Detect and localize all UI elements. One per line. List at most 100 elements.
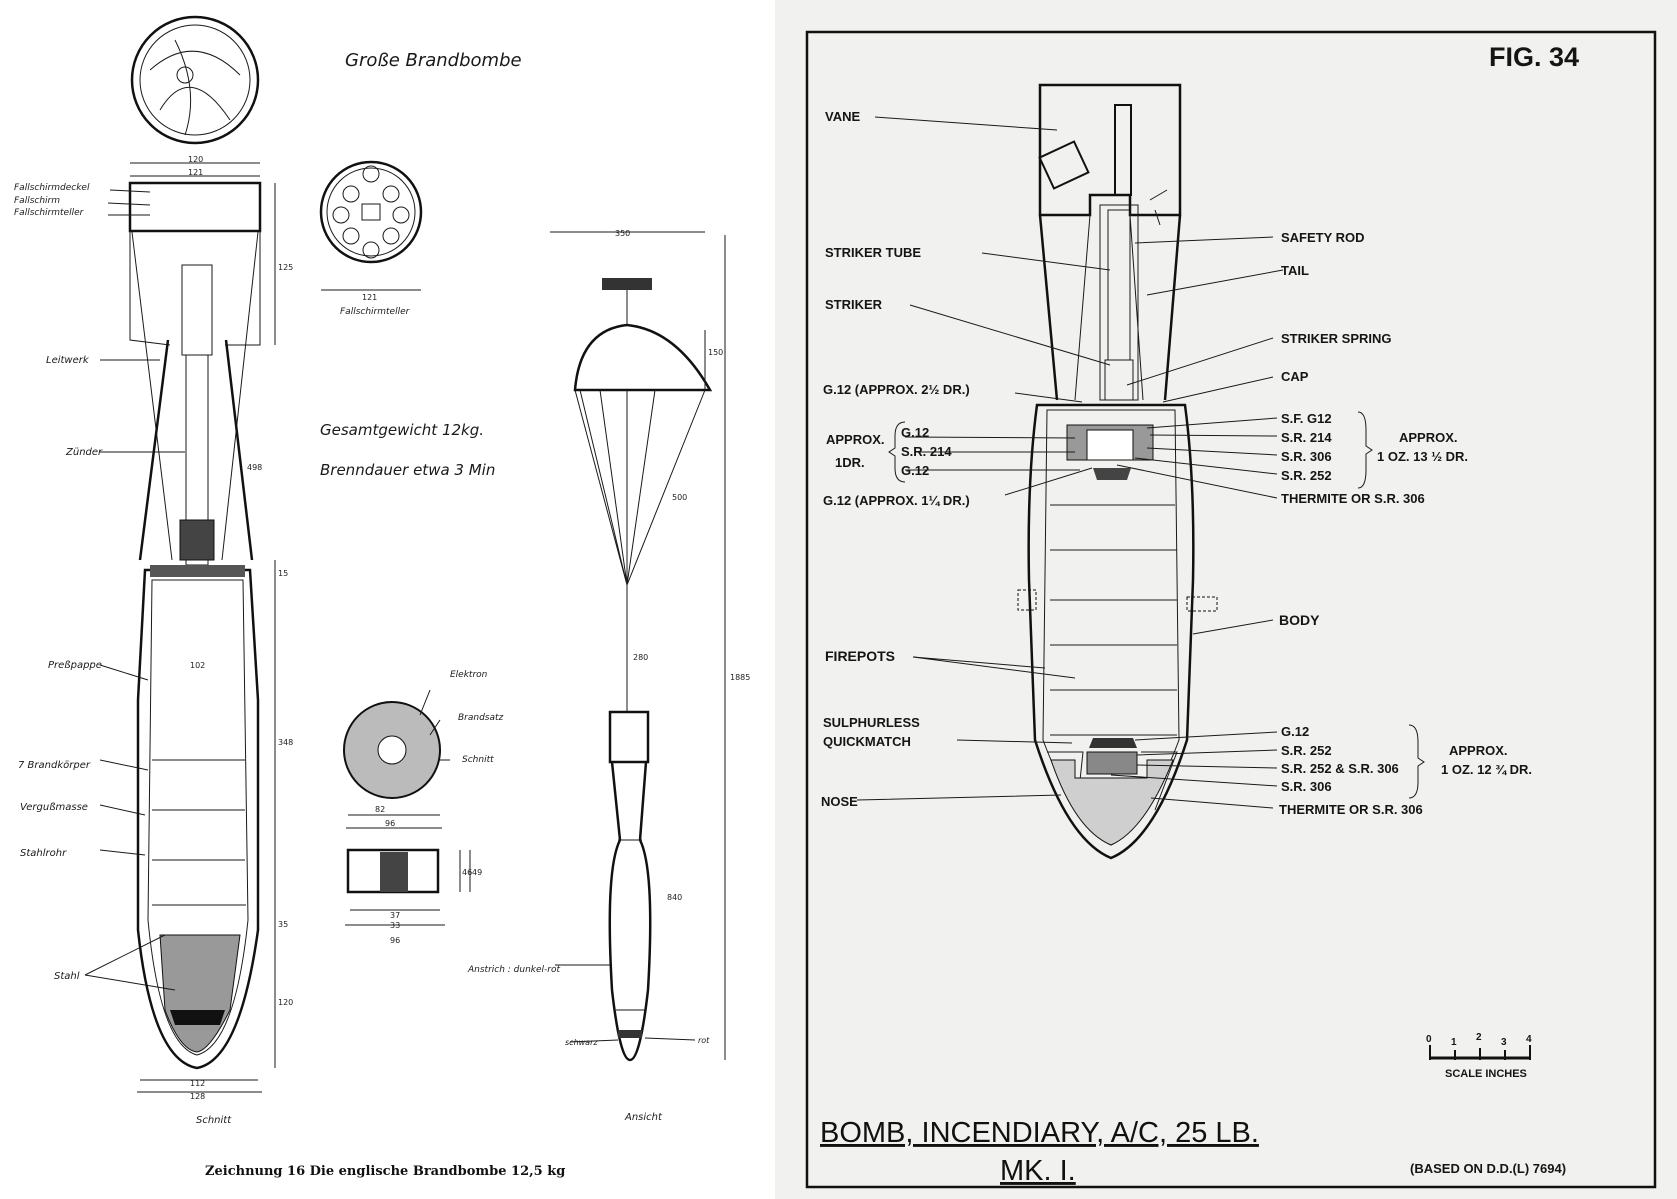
- dim-82: 82: [375, 805, 385, 814]
- firepot-views: [343, 689, 471, 926]
- label-sulphurless: SULPHURLESS: [823, 715, 920, 730]
- drawing-frame: [805, 30, 1657, 1189]
- label-schnitt-small: Schnitt: [462, 755, 494, 765]
- dim-15: 15: [278, 569, 288, 578]
- label-anstrich: Anstrich : dunkel-rot: [467, 965, 561, 975]
- label-g12-nose: G.12: [1281, 724, 1309, 739]
- label-rot: rot: [698, 1036, 710, 1045]
- dim-500: 500: [672, 493, 687, 502]
- label-cap: CAP: [1281, 369, 1309, 384]
- label-nose: NOSE: [821, 794, 858, 809]
- drawing-title: Große Brandbombe: [345, 50, 522, 71]
- label-g12-lower: G.12: [901, 463, 929, 478]
- label-schwarz: schwarz: [565, 1038, 598, 1047]
- label-stahlrohr: Stahlrohr: [20, 848, 67, 859]
- dim-348: 348: [278, 738, 293, 747]
- label-elektron: Elektron: [450, 670, 488, 680]
- label-striker: STRIKER: [825, 297, 883, 312]
- scale-bar: [1429, 1045, 1531, 1060]
- total-weight: Gesamtgewicht 12kg.: [320, 421, 484, 439]
- label-sr214-left: S.R. 214: [901, 444, 952, 459]
- label-stahl: Stahl: [54, 971, 80, 982]
- dim-33: 33: [390, 921, 400, 930]
- label-sr306-nose: S.R. 306: [1281, 779, 1332, 794]
- scale-label: SCALE INCHES: [1445, 1068, 1527, 1080]
- scale-tick-2: 2: [1476, 1032, 1482, 1043]
- dim-37: 37: [390, 911, 400, 920]
- british-drawing-panel: FIG. 34 VANE STRIKER TUBE STRIKER G.12 (…: [775, 0, 1677, 1199]
- label-g12-approx-1-quarter: G.12 (APPROX. 1¼ DR.): [823, 493, 970, 508]
- tail-top-view: [130, 15, 260, 145]
- dim-49: 49: [472, 868, 482, 877]
- british-bomb-drawing: FIG. 34 VANE STRIKER TUBE STRIKER G.12 (…: [805, 30, 1657, 1189]
- label-thermite-top: THERMITE OR S.R. 306: [1281, 491, 1425, 506]
- dim-102: 102: [190, 661, 205, 670]
- dim-112: 112: [190, 1079, 205, 1088]
- label-thermite-nose: THERMITE OR S.R. 306: [1279, 802, 1423, 817]
- label-brandsatz: Brandsatz: [458, 713, 504, 723]
- label-firepots: FIREPOTS: [825, 648, 895, 664]
- dim-35: 35: [278, 920, 288, 929]
- label-safety-rod: SAFETY ROD: [1281, 230, 1365, 245]
- label-fallschirmdeckel: Fallschirmdeckel: [14, 183, 90, 193]
- dim-121b: 121: [362, 293, 377, 302]
- scale-tick-0: 0: [1426, 1034, 1432, 1045]
- dim-128: 128: [190, 1092, 205, 1101]
- label-vane: VANE: [825, 109, 860, 124]
- label-approx-top-line1: APPROX.: [1399, 430, 1458, 445]
- dim-150: 150: [708, 348, 723, 357]
- label-g12-approx-2-half: G.12 (APPROX. 2½ DR.): [823, 382, 970, 397]
- label-sr214-right: S.R. 214: [1281, 430, 1332, 445]
- label-sfg12: S.F. G12: [1281, 411, 1332, 426]
- dim-120b: 120: [278, 998, 293, 1007]
- dim-1885: 1885: [730, 673, 750, 682]
- drawing-caption: Zeichnung 16 Die englische Brandbombe 12…: [205, 1164, 565, 1179]
- bomb-section-view: [128, 162, 276, 1093]
- dim-120: 120: [188, 155, 203, 164]
- label-striker-spring: STRIKER SPRING: [1281, 331, 1392, 346]
- label-quickmatch: QUICKMATCH: [823, 734, 911, 749]
- label-fallschirm: Fallschirm: [14, 196, 60, 206]
- german-bomb-drawing: Große Brandbombe Fallschirmdeckel Fallsc…: [14, 15, 750, 1179]
- based-on-note: (BASED ON D.D.(L) 7694): [1410, 1161, 1566, 1176]
- label-g12-upper: G.12: [901, 425, 929, 440]
- label-brandkoerper: 7 Brandkörper: [18, 760, 91, 771]
- label-approx-1dr-line1: APPROX.: [826, 432, 885, 447]
- dim-121: 121: [188, 168, 203, 177]
- label-presspappe: Preßpappe: [48, 660, 102, 671]
- label-approx-bottom-line2: 1 OZ. 12 ¾ DR.: [1441, 762, 1532, 777]
- label-fallschirmteller-view: Fallschirmteller: [340, 307, 411, 317]
- label-schnitt-main: Schnitt: [196, 1115, 232, 1126]
- label-vergussmasse: Vergußmasse: [20, 802, 88, 813]
- bomb-cross-section: [1017, 83, 1218, 860]
- dim-498: 498: [247, 463, 262, 472]
- drawing-title-line2: MK. I.: [1000, 1155, 1076, 1187]
- label-sr252-and-sr306: S.R. 252 & S.R. 306: [1281, 761, 1399, 776]
- dim-840: 840: [667, 893, 682, 902]
- bomb-parachute-view: [550, 231, 726, 1062]
- dim-96b: 96: [390, 936, 400, 945]
- dim-125: 125: [278, 263, 293, 272]
- parachute-plate-view: [319, 160, 423, 291]
- scale-tick-3: 3: [1501, 1037, 1507, 1048]
- label-sr252-nose: S.R. 252: [1281, 743, 1332, 758]
- label-body: BODY: [1279, 612, 1320, 628]
- dim-350: 350: [615, 229, 630, 238]
- burn-duration: Brenndauer etwa 3 Min: [320, 461, 495, 479]
- label-fallschirmteller: Fallschirmteller: [14, 208, 85, 218]
- label-sr306-top: S.R. 306: [1281, 449, 1332, 464]
- label-tail: TAIL: [1281, 263, 1309, 278]
- label-zuender: Zünder: [65, 447, 103, 458]
- scale-tick-1: 1: [1451, 1037, 1457, 1048]
- label-sr252-top: S.R. 252: [1281, 468, 1332, 483]
- label-ansicht: Ansicht: [624, 1112, 663, 1123]
- label-approx-1dr-line2: 1DR.: [835, 455, 865, 470]
- label-striker-tube: STRIKER TUBE: [825, 245, 921, 260]
- dim-280: 280: [633, 653, 648, 662]
- drawing-title-line1: BOMB, INCENDIARY, A/C, 25 LB.: [820, 1117, 1259, 1149]
- scale-tick-4: 4: [1526, 1034, 1532, 1045]
- label-approx-top-line2: 1 OZ. 13 ½ DR.: [1377, 449, 1468, 464]
- dim-46: 46: [462, 868, 472, 877]
- dim-96: 96: [385, 819, 395, 828]
- figure-number: FIG. 34: [1489, 42, 1579, 72]
